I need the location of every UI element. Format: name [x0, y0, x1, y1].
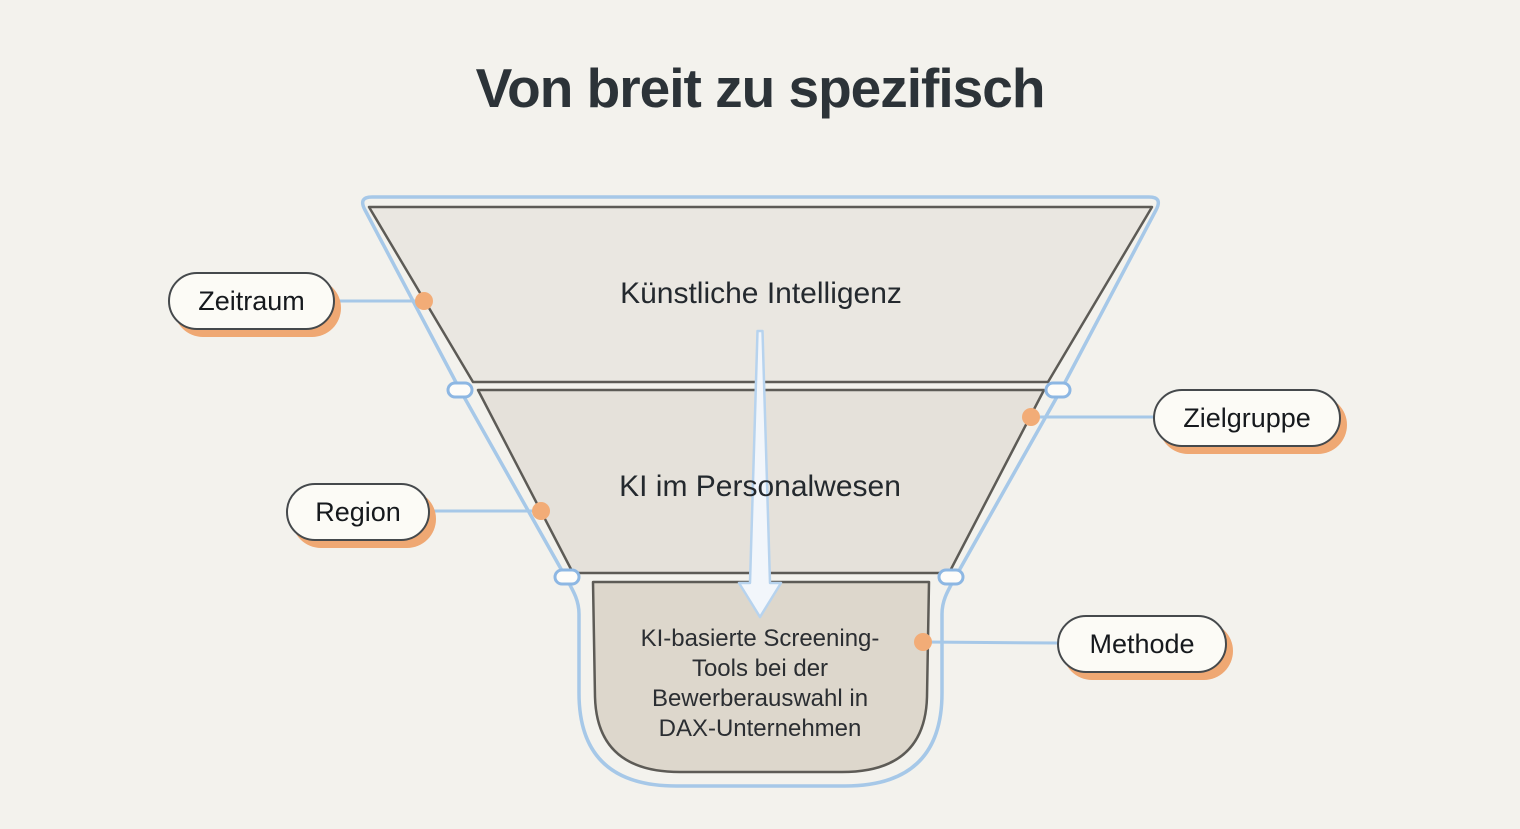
- funnel-level-2-label: KI im Personalwesen: [619, 470, 901, 503]
- tag-region-label: Region: [315, 496, 401, 527]
- connector-handle-left-upper: [446, 381, 474, 399]
- funnel-level-3-shape: [591, 580, 931, 774]
- anchor-dot-zeitraum: [415, 292, 433, 310]
- tag-methode: Methode: [1057, 615, 1227, 673]
- connector-handle-right-upper: [1044, 381, 1072, 399]
- tag-zielgruppe-label: Zielgruppe: [1183, 402, 1311, 433]
- page-title: Von breit zu spezifisch: [475, 57, 1046, 119]
- anchor-dot-zielgruppe: [1022, 408, 1040, 426]
- tag-methode-label: Methode: [1089, 628, 1195, 659]
- tag-zeitraum-label: Zeitraum: [198, 285, 305, 316]
- tag-region: Region: [286, 483, 430, 541]
- anchor-dot-region: [532, 502, 550, 520]
- connector-handle-left-lower: [553, 568, 581, 586]
- funnel-level-1-label: Künstliche Intelligenz: [620, 277, 902, 310]
- tag-zielgruppe: Zielgruppe: [1153, 389, 1341, 447]
- connector-handle-right-lower: [937, 568, 965, 586]
- connector-line-methode: [922, 640, 1059, 645]
- anchor-dot-methode: [914, 633, 932, 651]
- funnel-level-1-shape: [367, 205, 1154, 384]
- tag-zeitraum: Zeitraum: [168, 272, 335, 330]
- down-arrow-icon: [737, 329, 783, 619]
- funnel-level-3-label: KI-basierte Screening-Tools bei der Bewe…: [640, 625, 880, 742]
